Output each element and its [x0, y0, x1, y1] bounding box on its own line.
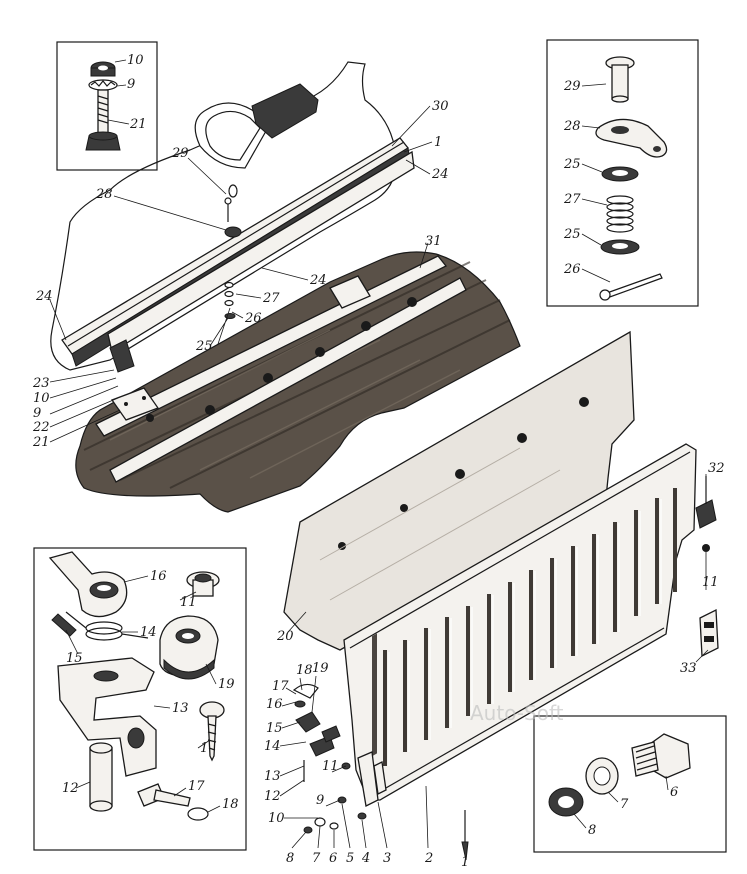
callout-label: 10	[268, 811, 285, 826]
callout-label: 26	[244, 311, 262, 326]
callout-label: 27	[563, 192, 581, 207]
callout-label: 11	[322, 759, 339, 774]
callout-label: 24	[431, 167, 449, 182]
callout-label: 2	[424, 851, 433, 866]
callout-label: 15	[266, 721, 283, 736]
callout-label: 7	[312, 851, 321, 866]
callout-label: 16	[266, 697, 283, 712]
callout-label: 18	[222, 797, 239, 812]
callout-label: 23	[32, 376, 50, 391]
callout-label: 16	[150, 569, 167, 584]
inset-hinge-bolt: 6 7 8	[533, 715, 727, 853]
callout-label: 7	[620, 797, 629, 812]
callout-label: 25	[563, 157, 581, 172]
callout-label: 9	[127, 77, 135, 92]
callout-label: 19	[312, 661, 329, 676]
callout-label: 29	[563, 79, 581, 94]
callout-label: 4	[361, 851, 370, 866]
callout-label: 21	[32, 435, 50, 450]
callout-label: 20	[276, 629, 294, 644]
callout-label: 17	[188, 779, 205, 794]
inset-bolt-assembly: 10 9 21	[56, 41, 158, 171]
callout-label: 18	[296, 663, 313, 678]
callout-label: 19	[218, 677, 235, 692]
callout-label: 1	[434, 135, 442, 150]
callout-label: 24	[35, 289, 53, 304]
callout-label: 25	[195, 339, 213, 354]
callout-label: 30	[432, 99, 449, 114]
callout-label: 12	[264, 789, 281, 804]
callout-label: 6	[329, 851, 337, 866]
callout-label: 6	[670, 785, 678, 800]
callout-label: 15	[66, 651, 83, 666]
callout-label: 33	[680, 661, 697, 676]
callout-label: 11	[180, 595, 197, 610]
callout-label: 21	[129, 117, 147, 132]
seat-assembly: 30 1 24 29 28 31 24 27 26 25 24 23 10 9 …	[32, 61, 521, 513]
callout-label: 28	[95, 187, 113, 202]
callout-label: 13	[172, 701, 189, 716]
callout-label: 28	[563, 119, 581, 134]
callout-label: 11	[702, 575, 719, 590]
callout-label: 9	[33, 406, 41, 421]
tailgate-assembly: 32 11 33 20 18 19 17 16 15 14 13 11 12 9…	[264, 330, 725, 870]
callout-label: 27	[262, 291, 280, 306]
callout-label: 22	[32, 420, 50, 435]
callout-label: 8	[286, 851, 294, 866]
callout-label: 14	[140, 625, 157, 640]
callout-label: 14	[264, 739, 281, 754]
callout-label: 24	[309, 273, 327, 288]
callout-label: 26	[563, 262, 581, 277]
callout-label: 3	[383, 851, 391, 866]
callout-label: 31	[425, 234, 442, 249]
inset-hinge-hardware: 16 11 14 15 19 13 1 12 17 18	[33, 547, 247, 851]
callout-label: 1	[461, 855, 469, 870]
inset-pin-spring-assembly: 29 28 25 27 25 26	[546, 39, 699, 307]
callout-label: 32	[708, 461, 725, 476]
callout-label: 5	[346, 851, 354, 866]
callout-label: 29	[171, 146, 189, 161]
callout-label: 12	[62, 781, 79, 796]
callout-label: 17	[272, 679, 289, 694]
callout-label: 8	[588, 823, 596, 838]
callout-label: 1	[200, 741, 208, 756]
callout-label: 9	[316, 793, 324, 808]
watermark: Auto-Soft	[470, 701, 564, 725]
callout-label: 10	[33, 391, 50, 406]
callout-label: 25	[563, 227, 581, 242]
callout-label: 13	[264, 769, 281, 784]
callout-label: 10	[127, 53, 144, 68]
